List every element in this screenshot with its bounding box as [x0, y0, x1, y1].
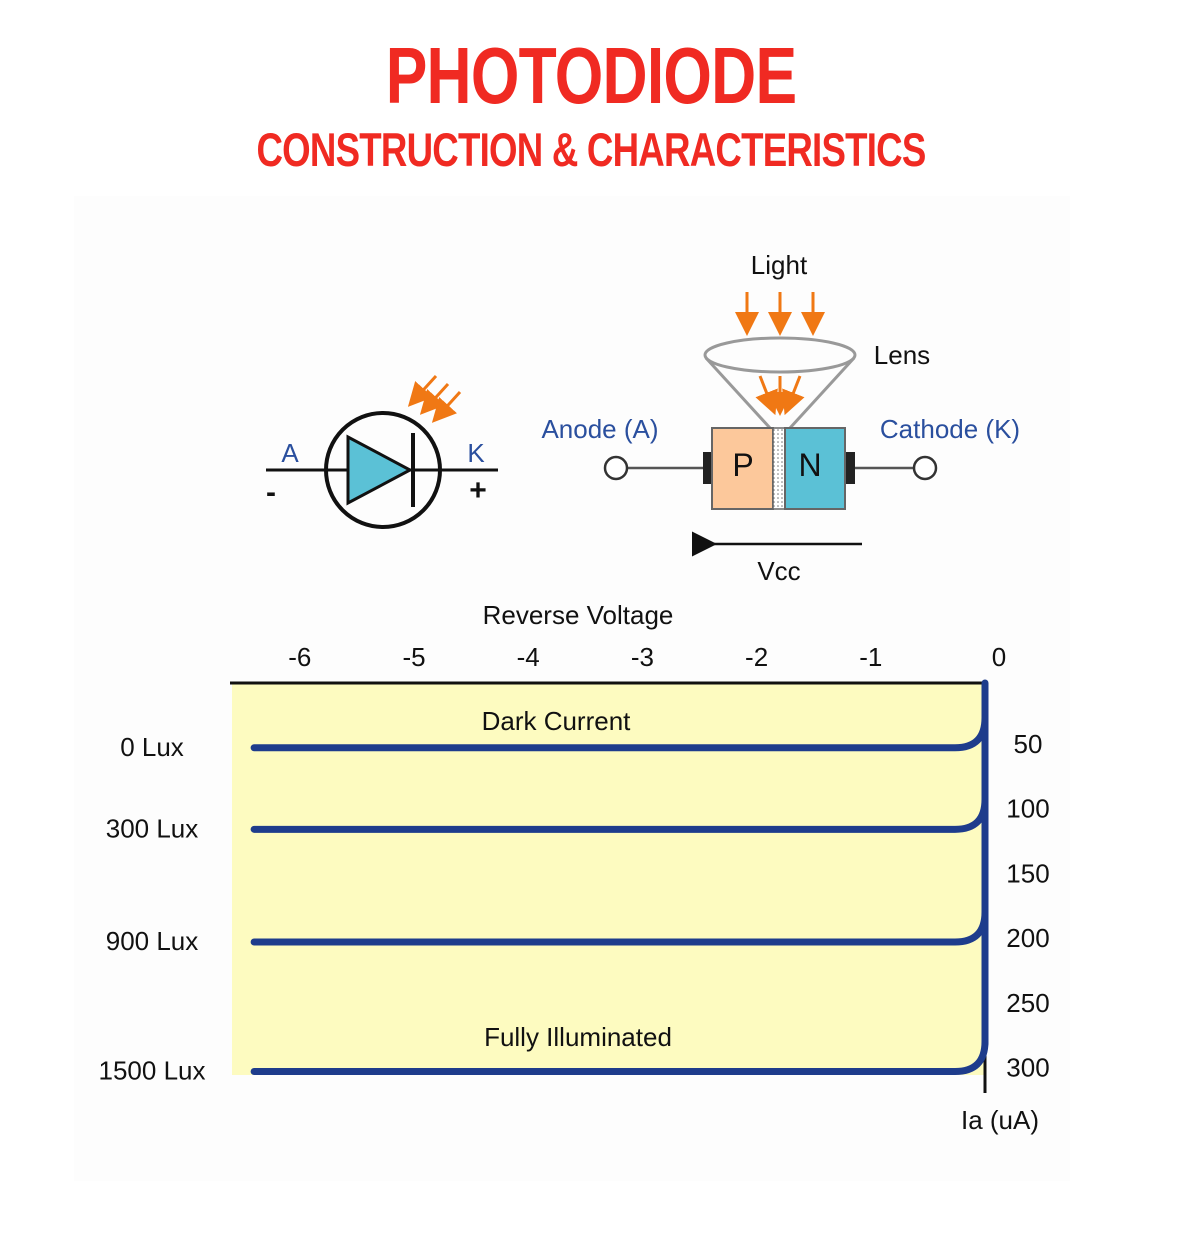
x-tick-label: -3: [631, 642, 654, 672]
series-label: 900 Lux: [106, 926, 199, 956]
cathode-sign: +: [469, 474, 487, 507]
anode-letter: A: [281, 438, 299, 468]
curve-900-lux: [250, 908, 989, 946]
y-tick-label: 50: [1014, 729, 1043, 759]
dark-current-annotation: Dark Current: [482, 706, 632, 736]
light-label: Light: [751, 250, 808, 280]
diode-triangle-icon: [346, 434, 414, 506]
y-tick-label: 300: [1006, 1053, 1049, 1083]
anode-label: Anode (A): [541, 414, 658, 444]
x-tick-label: -6: [288, 642, 311, 672]
focused-light-arrows-icon: [755, 375, 805, 416]
y-tick-label: 200: [1006, 923, 1049, 953]
cathode-terminal: [912, 455, 938, 481]
x-tick-label: -4: [517, 642, 540, 672]
page-title: PHOTODIODE: [385, 31, 797, 120]
series-label: 0 Lux: [120, 732, 184, 762]
lens-icon: [703, 336, 857, 374]
light-rays-icon: [407, 374, 462, 423]
characteristics-chart: Reverse Voltage Ia (uA) Dark Current Ful…: [99, 600, 1050, 1135]
page-subtitle: CONSTRUCTION & CHARACTERISTICS: [256, 123, 926, 176]
depletion-region: [772, 427, 786, 510]
y-tick-label: 150: [1006, 858, 1049, 888]
p-label: P: [732, 447, 753, 483]
incoming-light-arrows-icon: [735, 292, 825, 336]
cathode-label: Cathode (K): [880, 414, 1020, 444]
curve-0-lux: [250, 714, 989, 752]
x-tick-label: 0: [992, 642, 1006, 672]
lens-focus-line-right: [788, 356, 856, 430]
lens-focus-line-left: [704, 356, 772, 430]
plot-area: [232, 683, 984, 1075]
series-label: 300 Lux: [106, 813, 199, 843]
lens-label: Lens: [874, 340, 930, 370]
x-tick-label: -2: [745, 642, 768, 672]
cathode-contact: [845, 452, 855, 484]
cathode-letter: K: [467, 438, 485, 468]
y-tick-label: 100: [1006, 794, 1049, 824]
y-tick-label: 250: [1006, 988, 1049, 1018]
anode-sign: -: [266, 476, 276, 509]
p-region: [711, 427, 774, 510]
x-tick-label: -1: [859, 642, 882, 672]
symbol-circle: [324, 411, 442, 529]
series-label: 1500 Lux: [99, 1056, 206, 1086]
x-axis-label: Reverse Voltage: [483, 600, 674, 630]
construction-diagram: Light Lens Anode (A) Cathode (K) P N Vcc: [541, 250, 1020, 586]
curve-300-lux: [250, 795, 989, 833]
curve-1500-lux: [250, 1038, 989, 1075]
n-label: N: [798, 447, 821, 483]
n-region: [784, 427, 846, 510]
fully-illuminated-annotation: Fully Illuminated: [484, 1022, 672, 1052]
y-axis-label: Ia (uA): [961, 1105, 1039, 1135]
anode-terminal: [603, 455, 629, 481]
vcc-label: Vcc: [757, 556, 800, 586]
photodiode-symbol: A K - +: [266, 374, 498, 529]
anode-contact: [703, 452, 713, 484]
x-tick-label: -5: [402, 642, 425, 672]
